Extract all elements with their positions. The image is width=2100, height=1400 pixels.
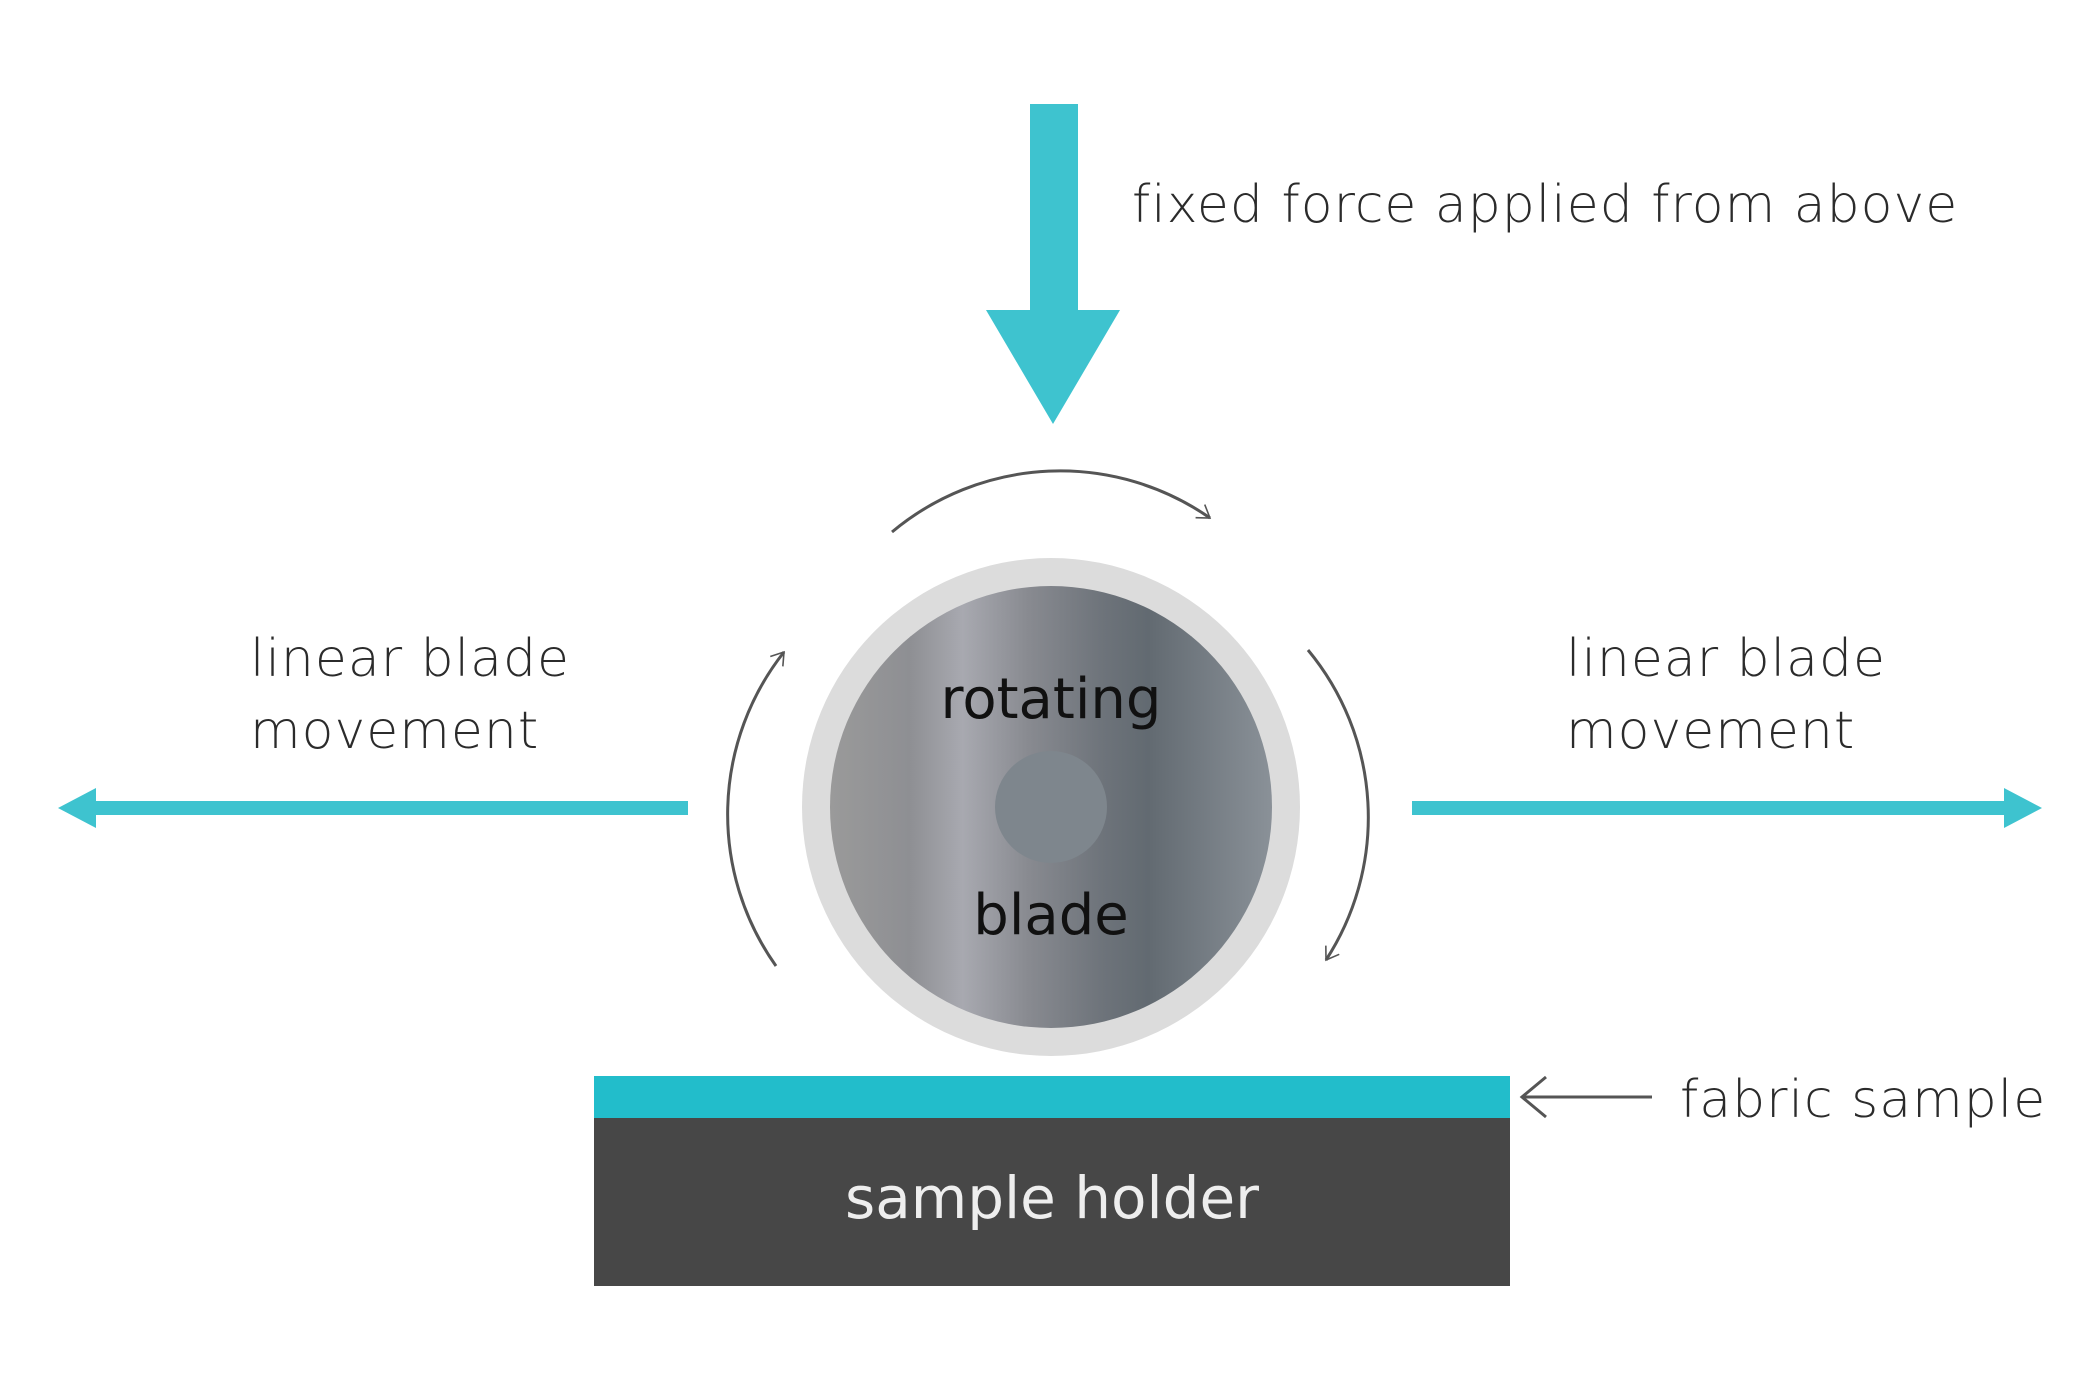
force-label: fixed force applied from above [1132,175,1958,235]
blade-hub [995,751,1107,863]
rotation-arrow-right [1306,649,1370,962]
right-movement-label-line2: movement [1566,701,1855,761]
rotation-arrows [726,469,1370,967]
fabric-pointer-arrow [1519,1075,1652,1119]
rotation-arrow-left [726,650,786,967]
blade-label-line2: blade [973,883,1128,948]
fabric-label: fabric sample [1680,1070,2046,1130]
fabric-sample [594,1076,1510,1118]
sample-holder-label: sample holder [845,1164,1259,1232]
right-movement-label-line1: linear blade [1566,629,1886,689]
left-movement-label-line2: movement [250,701,539,761]
left-movement-arrow [58,788,688,828]
left-movement-label-line1: linear blade [250,629,570,689]
sample-holder [594,1118,1510,1286]
rotation-arrow-top [891,469,1212,534]
right-movement-arrow [1412,788,2042,828]
blade-label-line1: rotating [941,667,1162,732]
force-arrow [986,104,1120,424]
rotating-blade [802,558,1300,1056]
